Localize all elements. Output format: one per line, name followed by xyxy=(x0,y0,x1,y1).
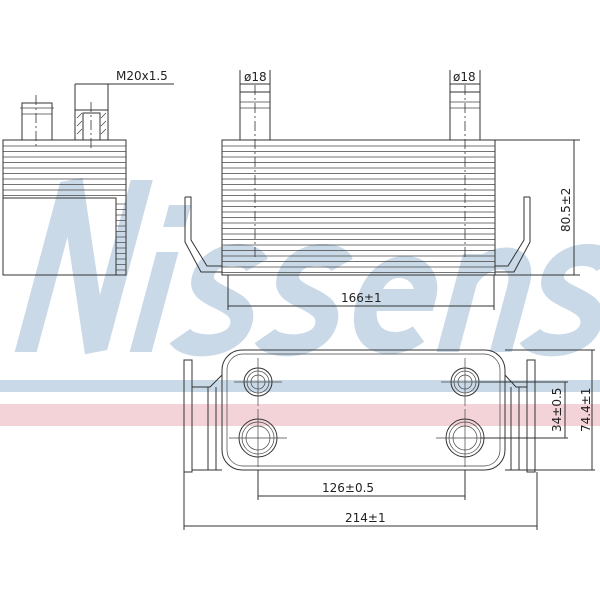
brand-watermark xyxy=(0,177,600,426)
front-port-left xyxy=(239,85,271,260)
port-spacing-horizontal-label: 126±0.5 xyxy=(322,481,374,495)
watermark-blue-stripe xyxy=(0,380,600,392)
overall-length-label: 214±1 xyxy=(345,511,386,525)
bottom-view: 126±0.5 214±1 34±0.5 74.4±1 xyxy=(183,349,595,530)
front-view: ø18 ø18 166±1 80.5±2 xyxy=(184,70,580,310)
width-label: 74.4±1 xyxy=(579,388,593,432)
port-hole-large xyxy=(229,409,287,467)
watermark-pink-stripe xyxy=(0,404,600,426)
thread-label: M20x1.5 xyxy=(116,69,168,83)
side-port-threaded xyxy=(74,102,109,148)
port-left-diameter: ø18 xyxy=(244,70,267,84)
port-spacing-vertical-label: 34±0.5 xyxy=(550,388,564,432)
core-length-label: 166±1 xyxy=(341,291,382,305)
port-right-diameter: ø18 xyxy=(453,70,476,84)
port-hole-small xyxy=(234,358,282,406)
side-port-hose xyxy=(20,95,54,148)
front-port-right xyxy=(449,85,481,260)
height-label: 80.5±2 xyxy=(559,188,573,232)
side-view: M20x1.5 xyxy=(2,69,174,276)
watermark-logo xyxy=(14,177,600,357)
